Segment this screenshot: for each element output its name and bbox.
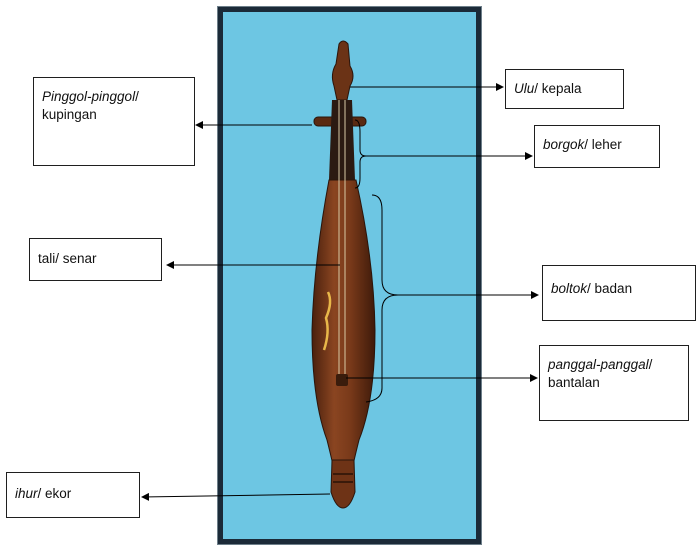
label-ihur-italic: ihur <box>15 486 38 501</box>
label-panggal-slash: / <box>649 357 653 372</box>
label-pinggol-slash: / <box>135 89 139 104</box>
label-tali-senar: tali/ senar <box>29 238 162 281</box>
label-borgok-leher: borgok/ leher <box>534 125 660 168</box>
label-ihur-ekor: ihur/ ekor <box>6 472 140 518</box>
label-pinggol-italic: Pinggol-pinggol <box>42 89 135 104</box>
label-ulu-italic: Ulu <box>514 81 534 96</box>
label-boltok-rest: / badan <box>587 281 632 296</box>
label-panggal-bantalan-text: bantalan <box>548 375 600 390</box>
label-pinggol-kupingan: Pinggol-pinggol/ kupingan <box>33 77 195 166</box>
label-boltok-italic: boltok <box>551 281 587 296</box>
label-panggal-bantalan: panggal-panggal/ bantalan <box>539 345 689 421</box>
label-ulu-kepala: Ulu/ kepala <box>505 69 624 109</box>
label-borgok-rest: / leher <box>584 137 622 152</box>
label-ihur-rest: / ekor <box>38 486 72 501</box>
label-pinggol-kupingan-text: kupingan <box>42 107 97 122</box>
label-tali-text: tali/ senar <box>38 251 97 266</box>
label-panggal-italic: panggal-panggal <box>548 357 649 372</box>
label-borgok-italic: borgok <box>543 137 584 152</box>
label-boltok-badan: boltok/ badan <box>542 265 696 321</box>
label-ulu-rest: / kepala <box>534 81 581 96</box>
